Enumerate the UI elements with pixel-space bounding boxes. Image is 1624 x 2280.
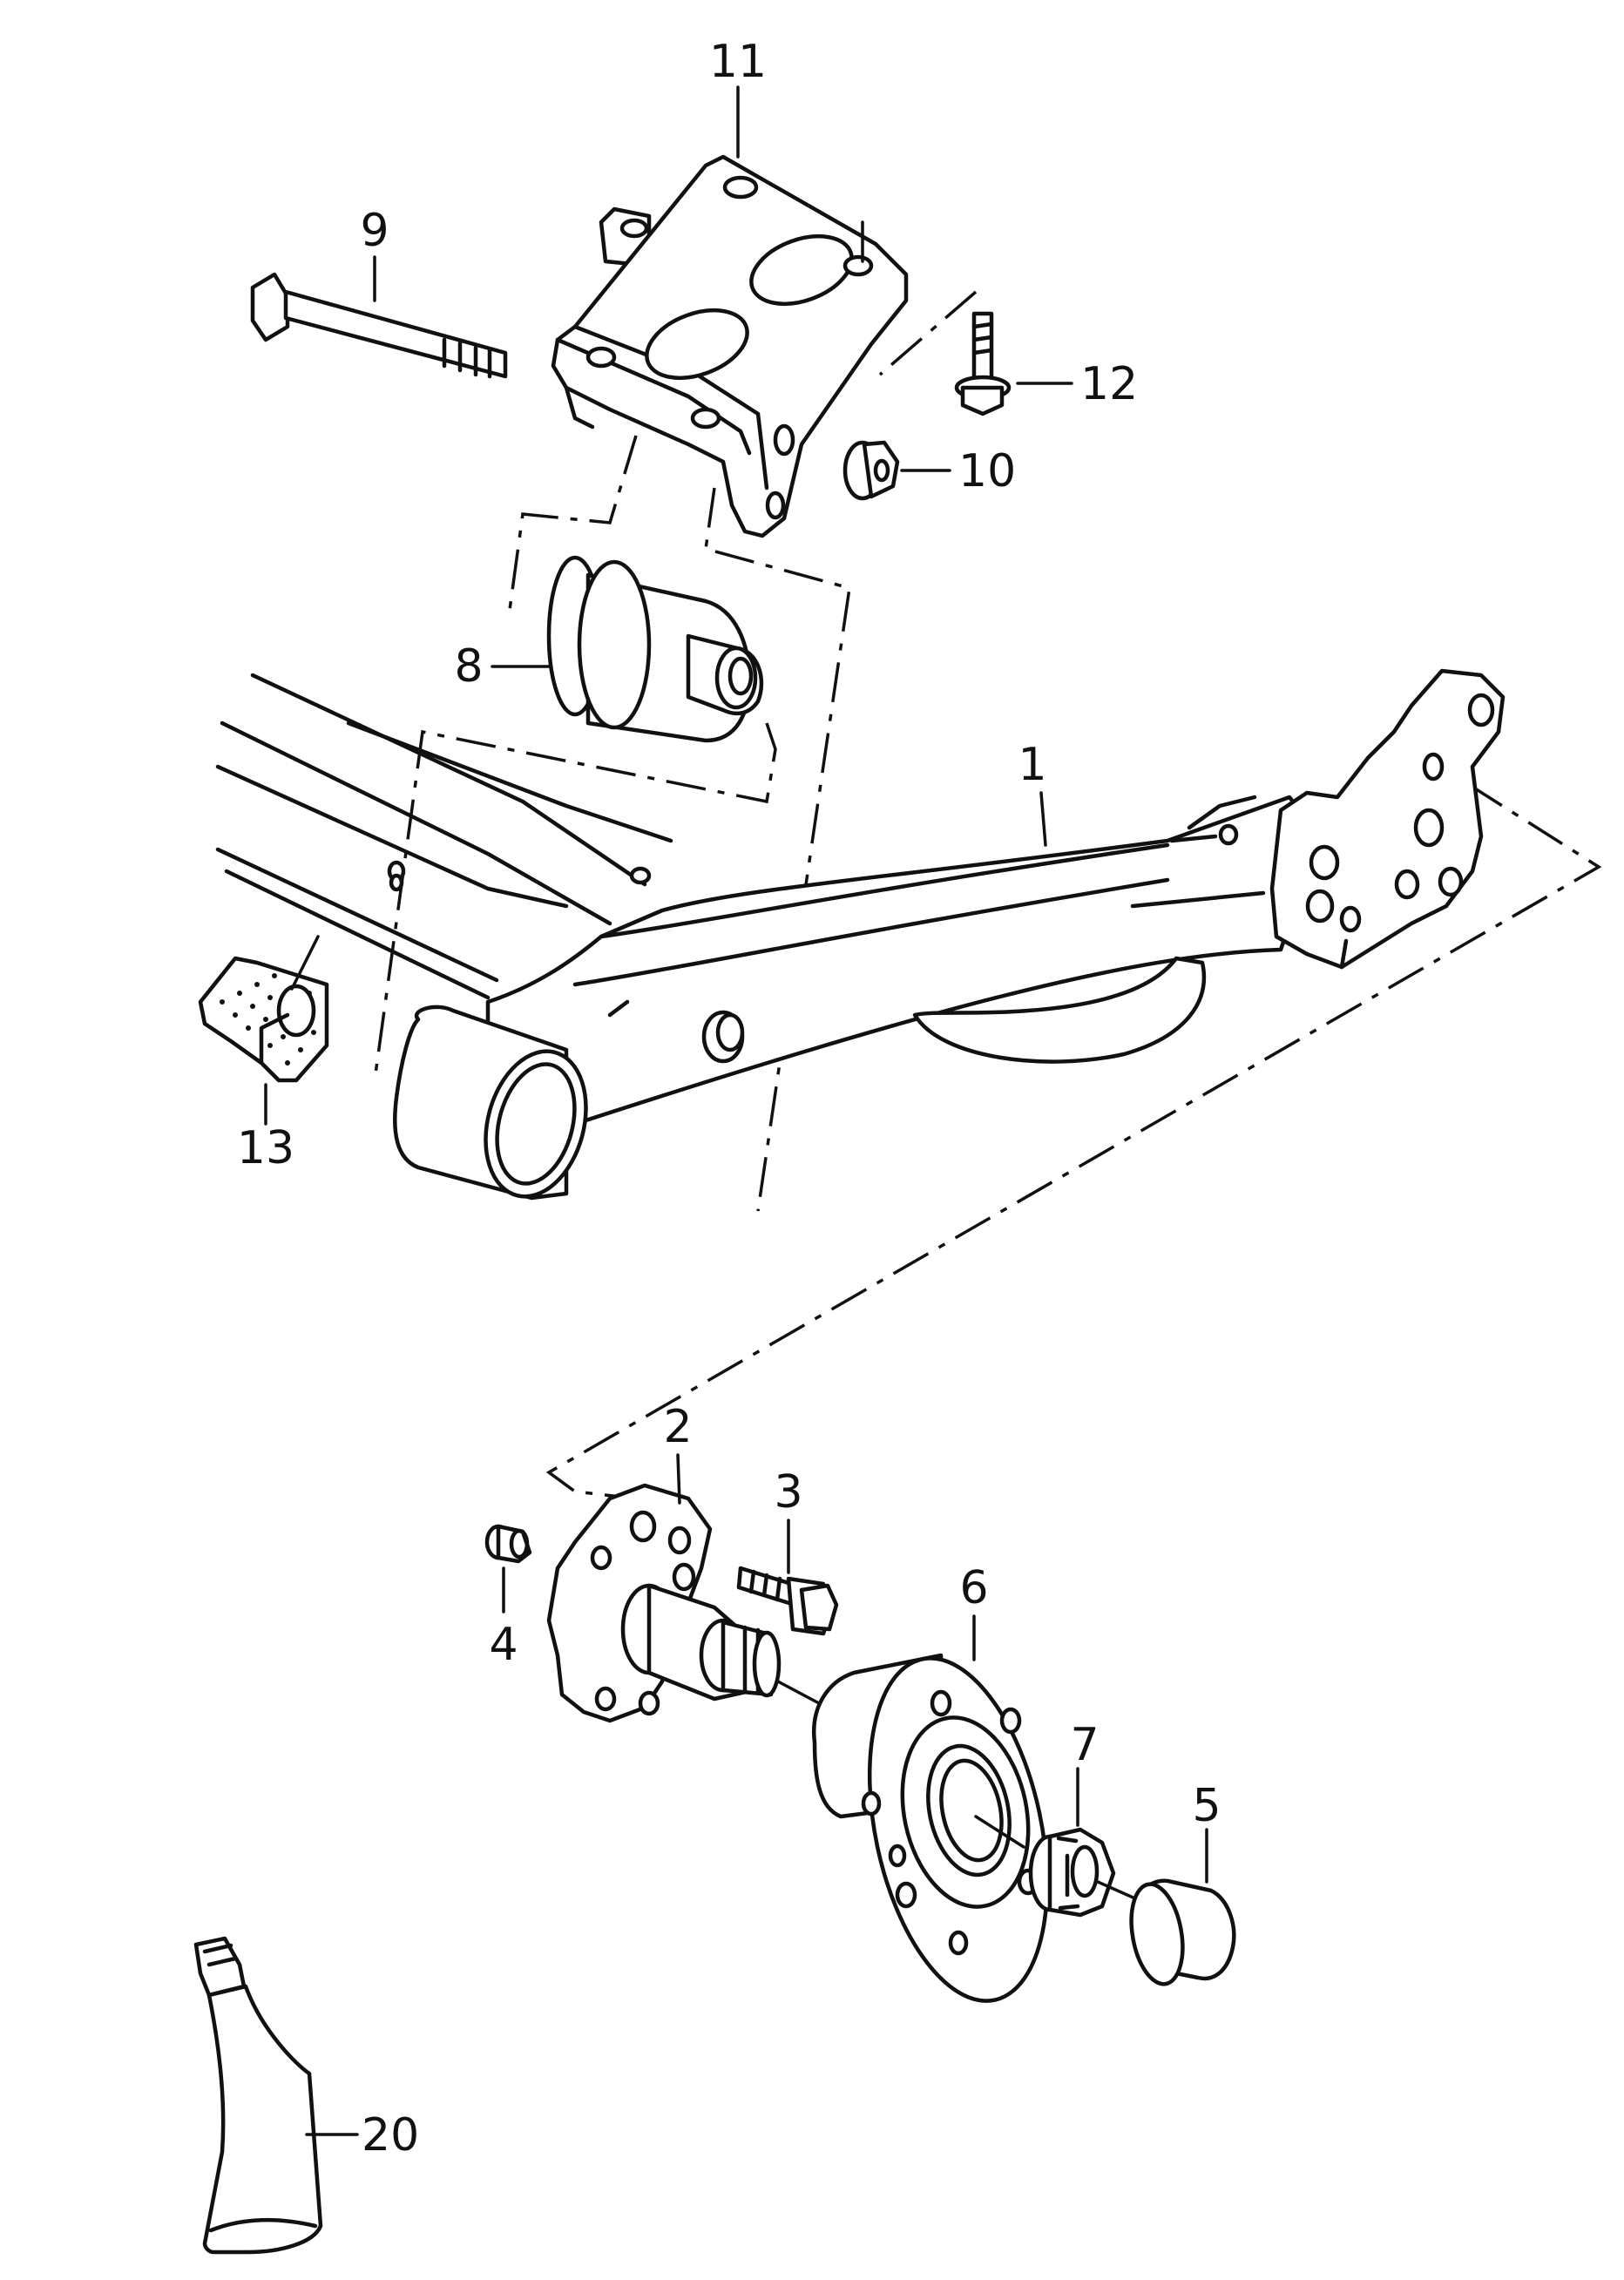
callout-5: 5 (1192, 1780, 1221, 1832)
callout-6: 6 (959, 1562, 988, 1614)
callout-20: 20 (362, 2109, 419, 2162)
callout-1: 1 (1018, 739, 1046, 791)
part-stub-axle (546, 1453, 821, 1723)
callout-4: 4 (489, 1619, 518, 1671)
part-plug (484, 1524, 532, 1614)
callout-labels: 1 2 3 4 5 6 7 8 9 10 11 12 13 20 (237, 36, 1221, 2162)
part-rubber-mount (198, 935, 329, 1126)
part-bushing (491, 555, 764, 743)
part-dust-cap (1129, 1828, 1236, 1986)
callout-3: 3 (774, 1466, 802, 1519)
part-wheel-hub (811, 1614, 1050, 2003)
callout-13: 13 (237, 1122, 294, 1174)
part-screw (954, 311, 1073, 416)
part-long-bolt (250, 255, 508, 379)
part-hub-nut (1028, 1767, 1139, 1918)
callout-7: 7 (1070, 1719, 1099, 1771)
callout-11: 11 (709, 36, 767, 88)
callout-8: 8 (454, 640, 483, 693)
part-axle-beam (215, 668, 1506, 1201)
part-bolt (736, 1519, 839, 1636)
callout-10: 10 (958, 445, 1016, 497)
callout-2: 2 (663, 1401, 692, 1453)
part-mounting-bracket (551, 85, 909, 538)
callout-12: 12 (1080, 358, 1138, 410)
part-grease-tube (193, 1936, 359, 2255)
callout-9: 9 (360, 205, 389, 257)
part-flange-nut (842, 440, 951, 501)
